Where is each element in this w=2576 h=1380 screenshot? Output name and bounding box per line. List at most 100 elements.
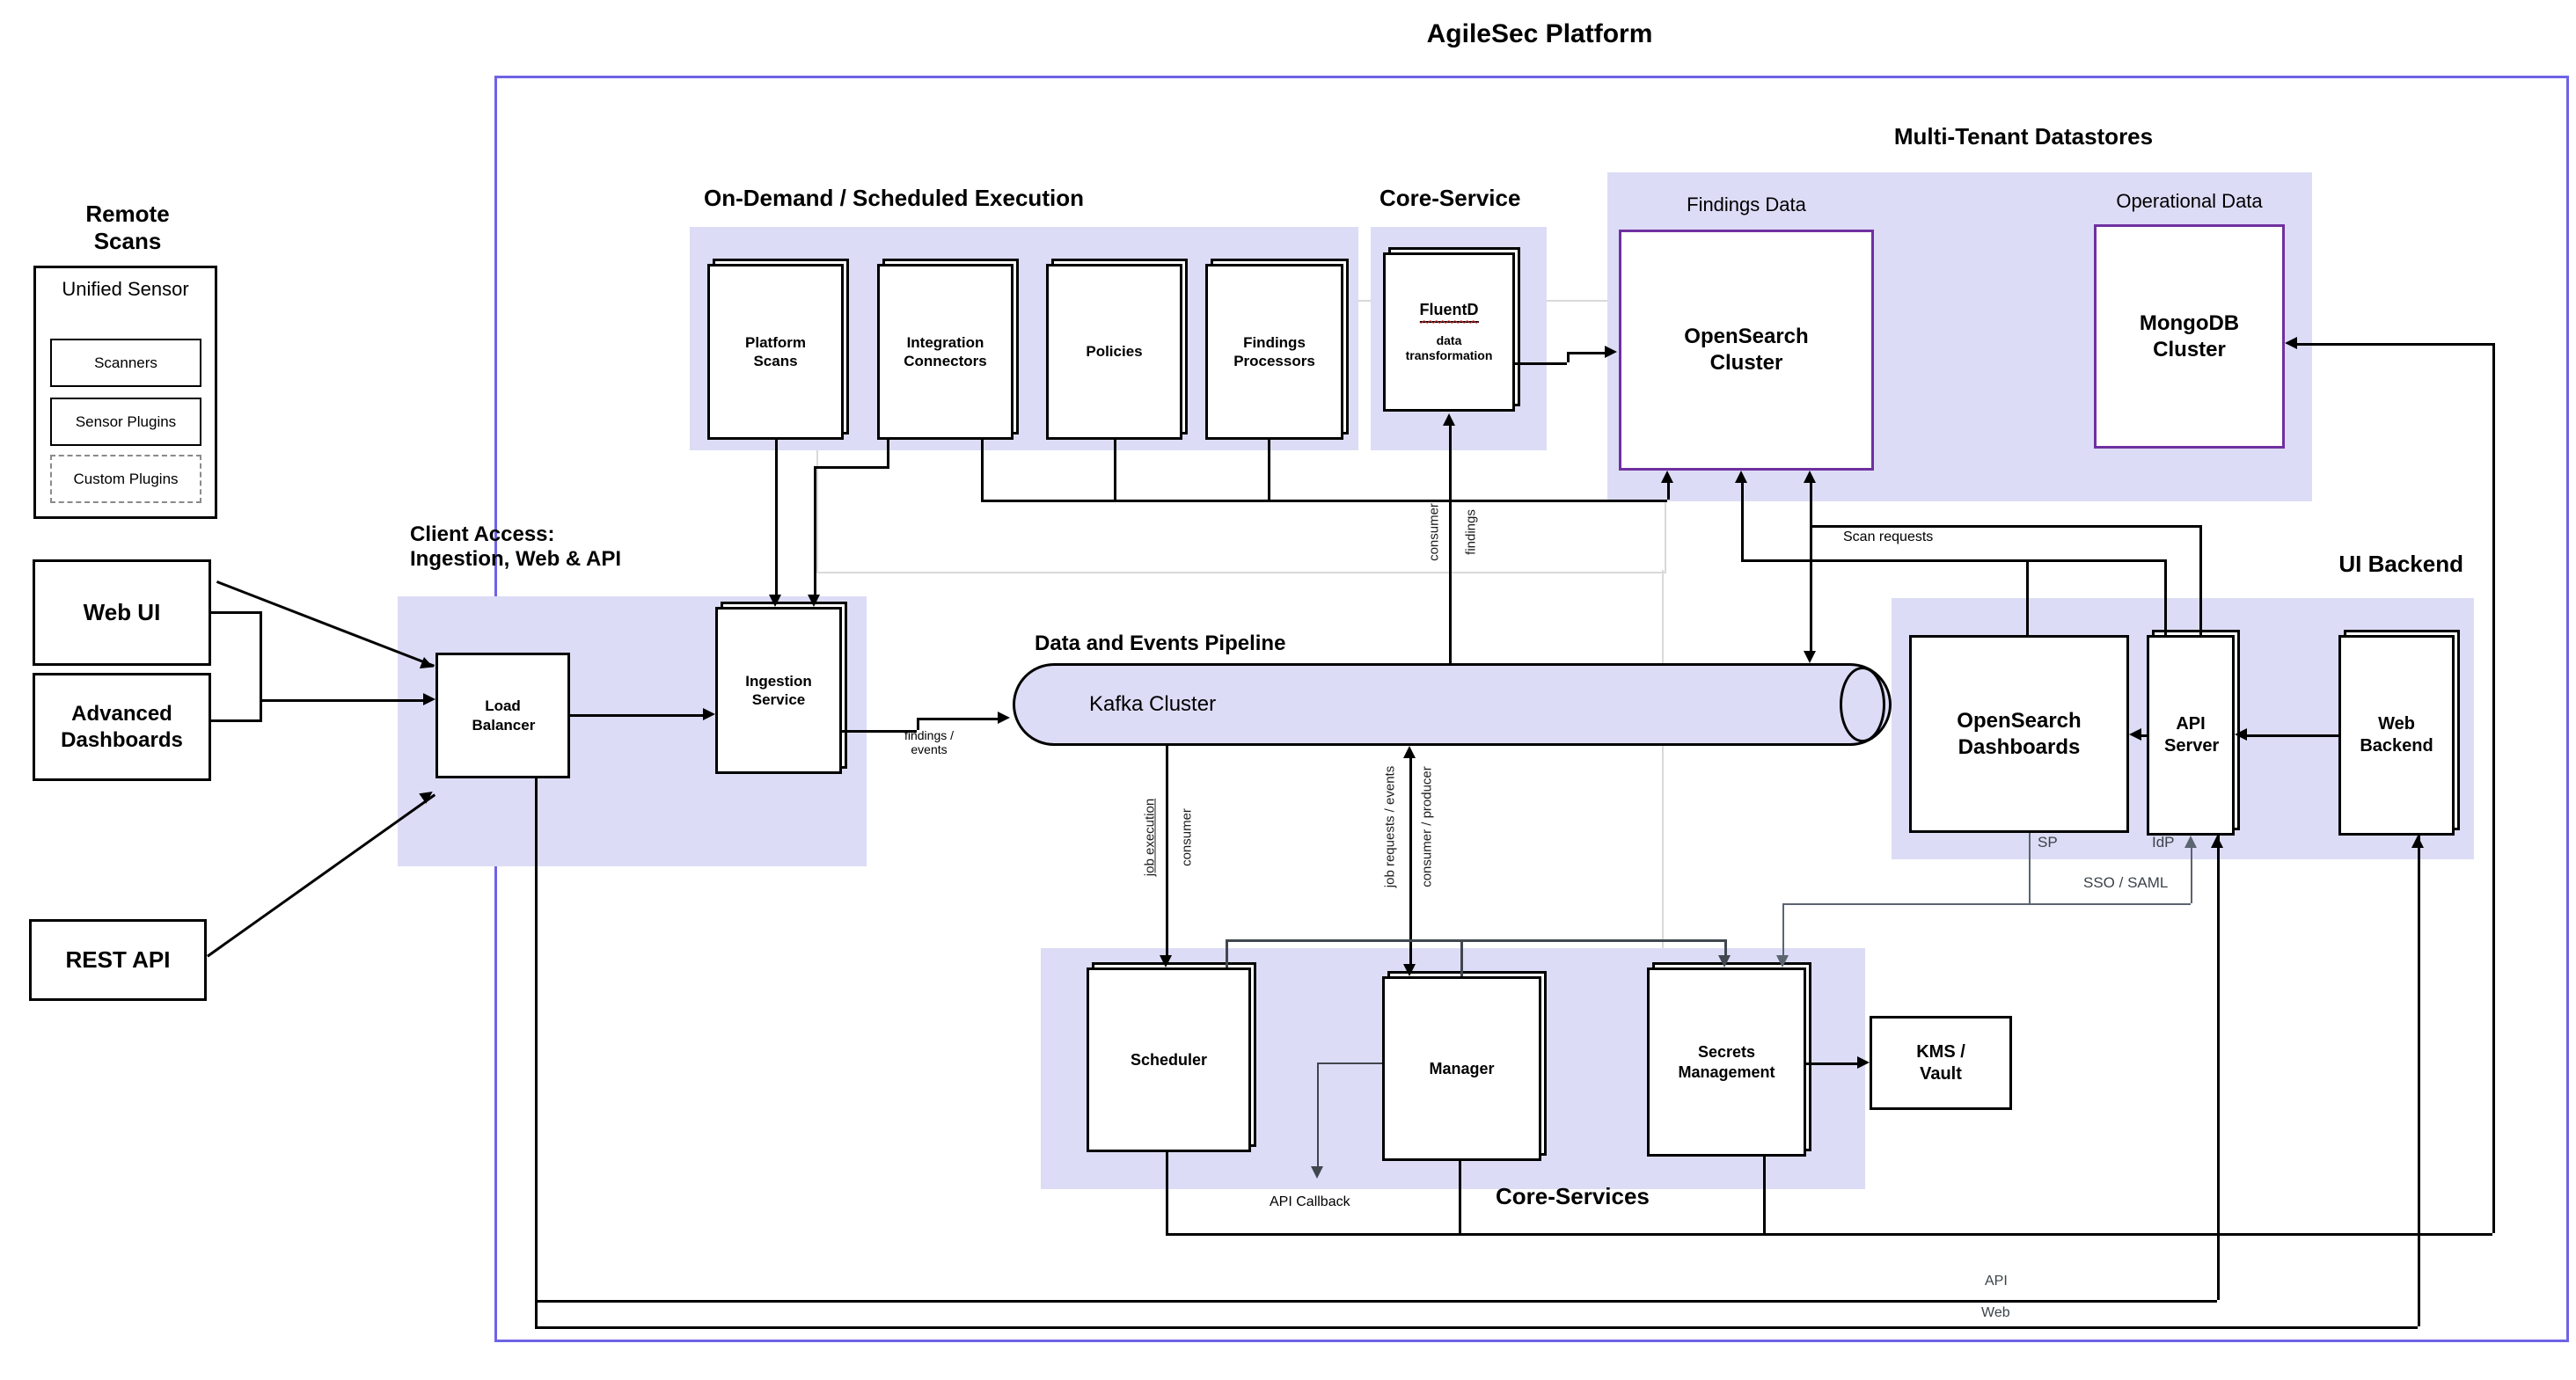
arrowhead <box>1160 955 1172 967</box>
kms-vault-label: KMS / Vault <box>1916 1041 1965 1084</box>
arrowhead <box>1735 471 1747 483</box>
arrowhead <box>1857 1056 1870 1069</box>
integration-connectors-label: Integration Connectors <box>904 333 987 369</box>
opensearch-cluster-box: OpenSearch Cluster <box>1619 230 1874 471</box>
fluentd-sub-label: data transformation <box>1405 332 1493 363</box>
web-ui-label: Web UI <box>83 599 161 626</box>
arrowhead <box>1403 746 1416 758</box>
connector <box>1515 362 1567 365</box>
opensearch-cluster-label: OpenSearch Cluster <box>1684 325 1809 375</box>
mongodb-cluster-label: MongoDB Cluster <box>2139 310 2240 361</box>
connector <box>570 714 704 717</box>
scan-requests-label: Scan requests <box>1843 529 1934 544</box>
findings-label: findings <box>1463 509 1479 555</box>
sp-label: SP <box>2038 834 2058 851</box>
connector <box>211 719 261 722</box>
arrowhead <box>1443 413 1455 426</box>
connector <box>2026 559 2029 635</box>
load-balancer-label: Load Balancer <box>472 697 536 734</box>
advanced-dashboards-box: Advanced Dashboards <box>33 673 211 781</box>
connector <box>1810 525 2199 528</box>
kafka-cylinder: Kafka Cluster <box>1013 663 1892 746</box>
connector <box>887 440 889 469</box>
fluentd-label: FluentD <box>1419 300 1479 323</box>
unified-sensor-label: Unified Sensor <box>62 278 189 300</box>
connector <box>2492 343 2495 1233</box>
connector <box>535 1300 2217 1303</box>
arrowhead <box>2211 836 2223 848</box>
connector <box>981 440 984 500</box>
kms-vault-box: KMS / Vault <box>1870 1016 2012 1110</box>
connector <box>207 793 436 958</box>
connector <box>1567 352 1570 362</box>
arrowhead <box>1804 471 1816 483</box>
mongodb-cluster-box: MongoDB Cluster <box>2094 224 2285 449</box>
ui-backend-label: UI Backend <box>2338 551 2463 577</box>
arrowhead <box>2129 728 2141 741</box>
on-demand-label: On-Demand / Scheduled Execution <box>704 185 1084 211</box>
connector <box>2199 525 2202 635</box>
connector <box>1741 482 1744 559</box>
connector <box>1268 440 1270 500</box>
scanners-label: Scanners <box>94 354 157 371</box>
connector <box>2247 734 2338 737</box>
operational-data-label: Operational Data <box>2116 190 2263 212</box>
arrowhead <box>1311 1166 1323 1179</box>
connector <box>1667 481 1670 500</box>
connector <box>1409 758 1412 964</box>
job-execution-label: job execution <box>1142 798 1158 877</box>
connector <box>2297 343 2492 346</box>
integration-connectors-box: Integration Connectors <box>877 264 1014 440</box>
custom-plugins-label: Custom Plugins <box>73 470 179 487</box>
api-server-box: API Server <box>2147 635 2235 836</box>
connector <box>2164 559 2167 635</box>
connector <box>1724 939 1727 955</box>
arrowhead <box>1804 651 1816 663</box>
remote-scans-label: Remote Scans <box>85 201 170 254</box>
arrowhead <box>808 595 820 607</box>
api-server-label: API Server <box>2164 714 2220 756</box>
connector <box>981 500 1667 502</box>
connector <box>1449 425 1452 663</box>
sso-saml-label: SSO / SAML <box>2083 874 2169 891</box>
scheduler-label: Scheduler <box>1130 1050 1208 1069</box>
api-edge-label: API <box>1985 1274 2008 1289</box>
web-edge-label: Web <box>1981 1305 2010 1320</box>
connector <box>1317 1062 1382 1064</box>
connector <box>2418 836 2420 1326</box>
connector <box>1782 903 2191 905</box>
advanced-dashboards-label: Advanced Dashboards <box>61 701 183 752</box>
connector <box>1166 1152 1168 1233</box>
connector <box>2191 846 2192 903</box>
arrowhead <box>2411 836 2424 848</box>
connector <box>260 699 423 702</box>
policies-box: Policies <box>1046 264 1182 440</box>
sensor-plugins-label: Sensor Plugins <box>75 413 177 430</box>
api-callback-label: API Callback <box>1270 1194 1350 1209</box>
kafka-label: Kafka Cluster <box>1089 692 1217 716</box>
diagram-title: AgileSec Platform <box>1426 19 1653 48</box>
fluentd-box: FluentD data transformation <box>1383 252 1515 412</box>
web-backend-label: Web Backend <box>2360 714 2433 756</box>
connector <box>1226 939 1724 942</box>
ingestion-service-label: Ingestion Service <box>745 672 812 708</box>
manager-label: Manager <box>1429 1059 1495 1077</box>
arrowhead <box>1403 964 1416 976</box>
findings-processors-label: Findings Processors <box>1233 333 1315 369</box>
connector <box>1166 746 1168 955</box>
arrowhead <box>2235 728 2247 741</box>
datastores-label: Multi-Tenant Datastores <box>1893 123 2154 150</box>
core-services-label: Core-Services <box>1496 1183 1650 1209</box>
connector <box>2141 734 2148 737</box>
arrowhead <box>1661 471 1673 483</box>
connector <box>1317 1062 1319 1166</box>
connector <box>260 611 262 722</box>
connector <box>814 466 816 595</box>
arrowhead <box>998 712 1010 724</box>
connector <box>1460 939 1463 976</box>
connector <box>535 1326 2418 1329</box>
connector <box>1763 1157 1766 1233</box>
manager-box: Manager <box>1382 976 1541 1161</box>
arrowhead <box>2184 836 2197 848</box>
